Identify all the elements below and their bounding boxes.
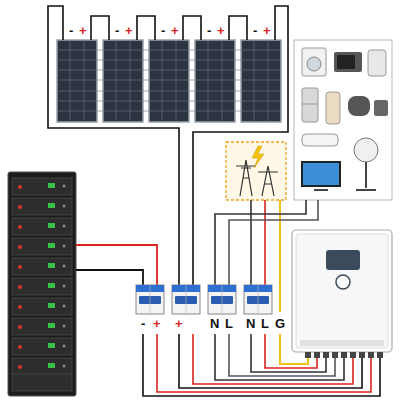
utility-grid (226, 142, 286, 200)
terminal-label: + (217, 24, 225, 37)
terminal-label: + (153, 317, 161, 330)
terminal-label: N (210, 317, 219, 330)
battery-cables (76, 245, 157, 285)
hybrid-inverter (292, 230, 392, 358)
inverter-wiring (143, 334, 380, 396)
terminal-label: + (263, 24, 271, 37)
battery-rack (8, 172, 76, 396)
terminal-label: + (125, 24, 133, 37)
terminal-label: L (225, 317, 233, 330)
terminal-label: - (115, 24, 119, 37)
terminal-label: - (207, 24, 211, 37)
terminal-label: + (79, 24, 87, 37)
terminal-label: - (141, 317, 145, 330)
terminal-label: N (246, 317, 255, 330)
circuit-breakers (136, 285, 272, 314)
terminal-label: + (171, 24, 179, 37)
terminal-label: G (275, 317, 285, 330)
terminal-label: L (261, 317, 269, 330)
panel-wiring (48, 6, 288, 285)
terminal-label: + (175, 317, 183, 330)
terminal-label: - (69, 24, 73, 37)
terminal-label: - (161, 24, 165, 37)
terminal-label: - (253, 24, 257, 37)
solar-panels (57, 40, 281, 122)
household-loads (294, 40, 392, 200)
